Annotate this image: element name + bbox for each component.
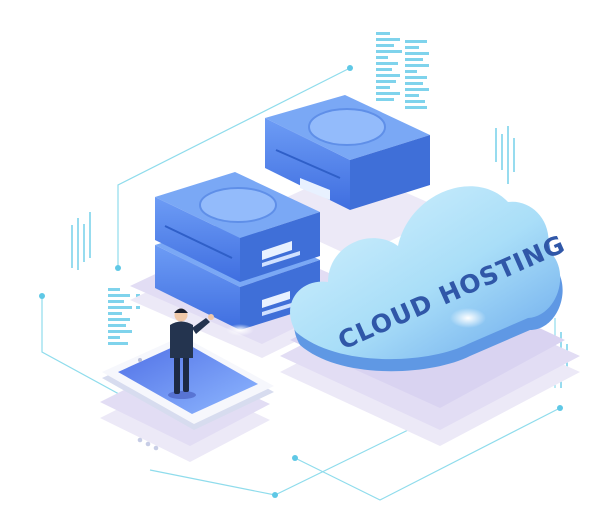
glow bbox=[226, 324, 254, 336]
circuit-node bbox=[39, 293, 45, 299]
server-icon bbox=[155, 172, 320, 330]
server-icon bbox=[265, 95, 430, 210]
circuit-node bbox=[115, 265, 121, 271]
cloud-icon: CLOUD HOSTING bbox=[290, 186, 570, 372]
circuit-node bbox=[292, 455, 298, 461]
person-icon bbox=[168, 308, 214, 399]
circuit-node bbox=[347, 65, 353, 71]
dots bbox=[137, 437, 159, 451]
code-panel-icon bbox=[376, 32, 429, 109]
circuit-node bbox=[272, 492, 278, 498]
code-panel-icon bbox=[108, 288, 140, 345]
circuit-line bbox=[294, 407, 561, 501]
circuit-line bbox=[117, 67, 351, 268]
circuit-node bbox=[557, 405, 563, 411]
circuit-line bbox=[41, 296, 131, 401]
